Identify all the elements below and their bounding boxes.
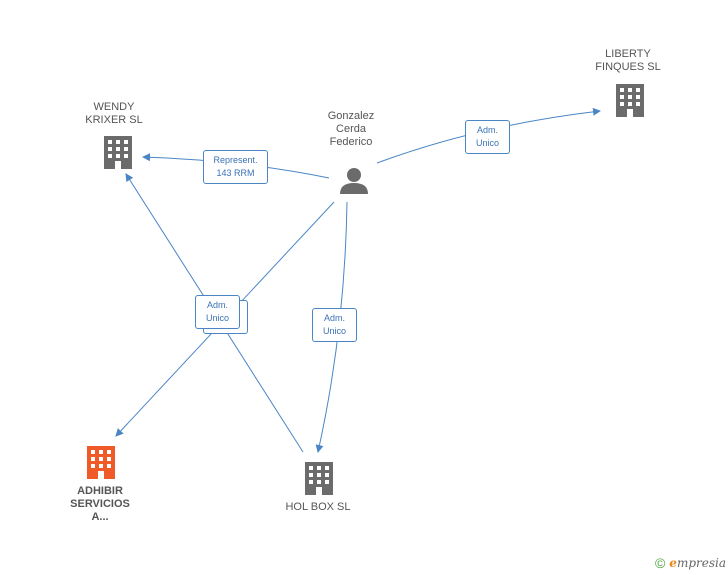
footer-brand: © empresia <box>655 555 726 571</box>
holbox-building-icon[interactable] <box>304 461 334 495</box>
edge-label-center[interactable]: Adm. Unico <box>195 295 240 329</box>
adhibir-building-icon[interactable] <box>86 445 116 479</box>
holbox-name[interactable]: HOL BOX SL <box>285 501 351 513</box>
edge-label-person-holbox[interactable]: Adm. Unico <box>312 308 357 342</box>
person-icon[interactable] <box>339 166 369 194</box>
copyright-icon: © <box>654 555 666 571</box>
adhibir-name[interactable]: ADHIBIR SERVICIOS A... <box>70 485 130 523</box>
edge-label-person-liberty[interactable]: Adm. Unico <box>465 120 510 154</box>
person-name[interactable]: Gonzalez Cerda Federico <box>327 110 375 148</box>
liberty-name[interactable]: LIBERTY FINQUES SL <box>595 48 661 73</box>
wendy-building-icon[interactable] <box>103 135 133 169</box>
edge-label-person-wendy[interactable]: Represent. 143 RRM <box>203 150 268 184</box>
wendy-name[interactable]: WENDY KRIXER SL <box>85 101 143 126</box>
brand-logo: empresia <box>669 556 726 570</box>
liberty-building-icon[interactable] <box>615 83 645 117</box>
